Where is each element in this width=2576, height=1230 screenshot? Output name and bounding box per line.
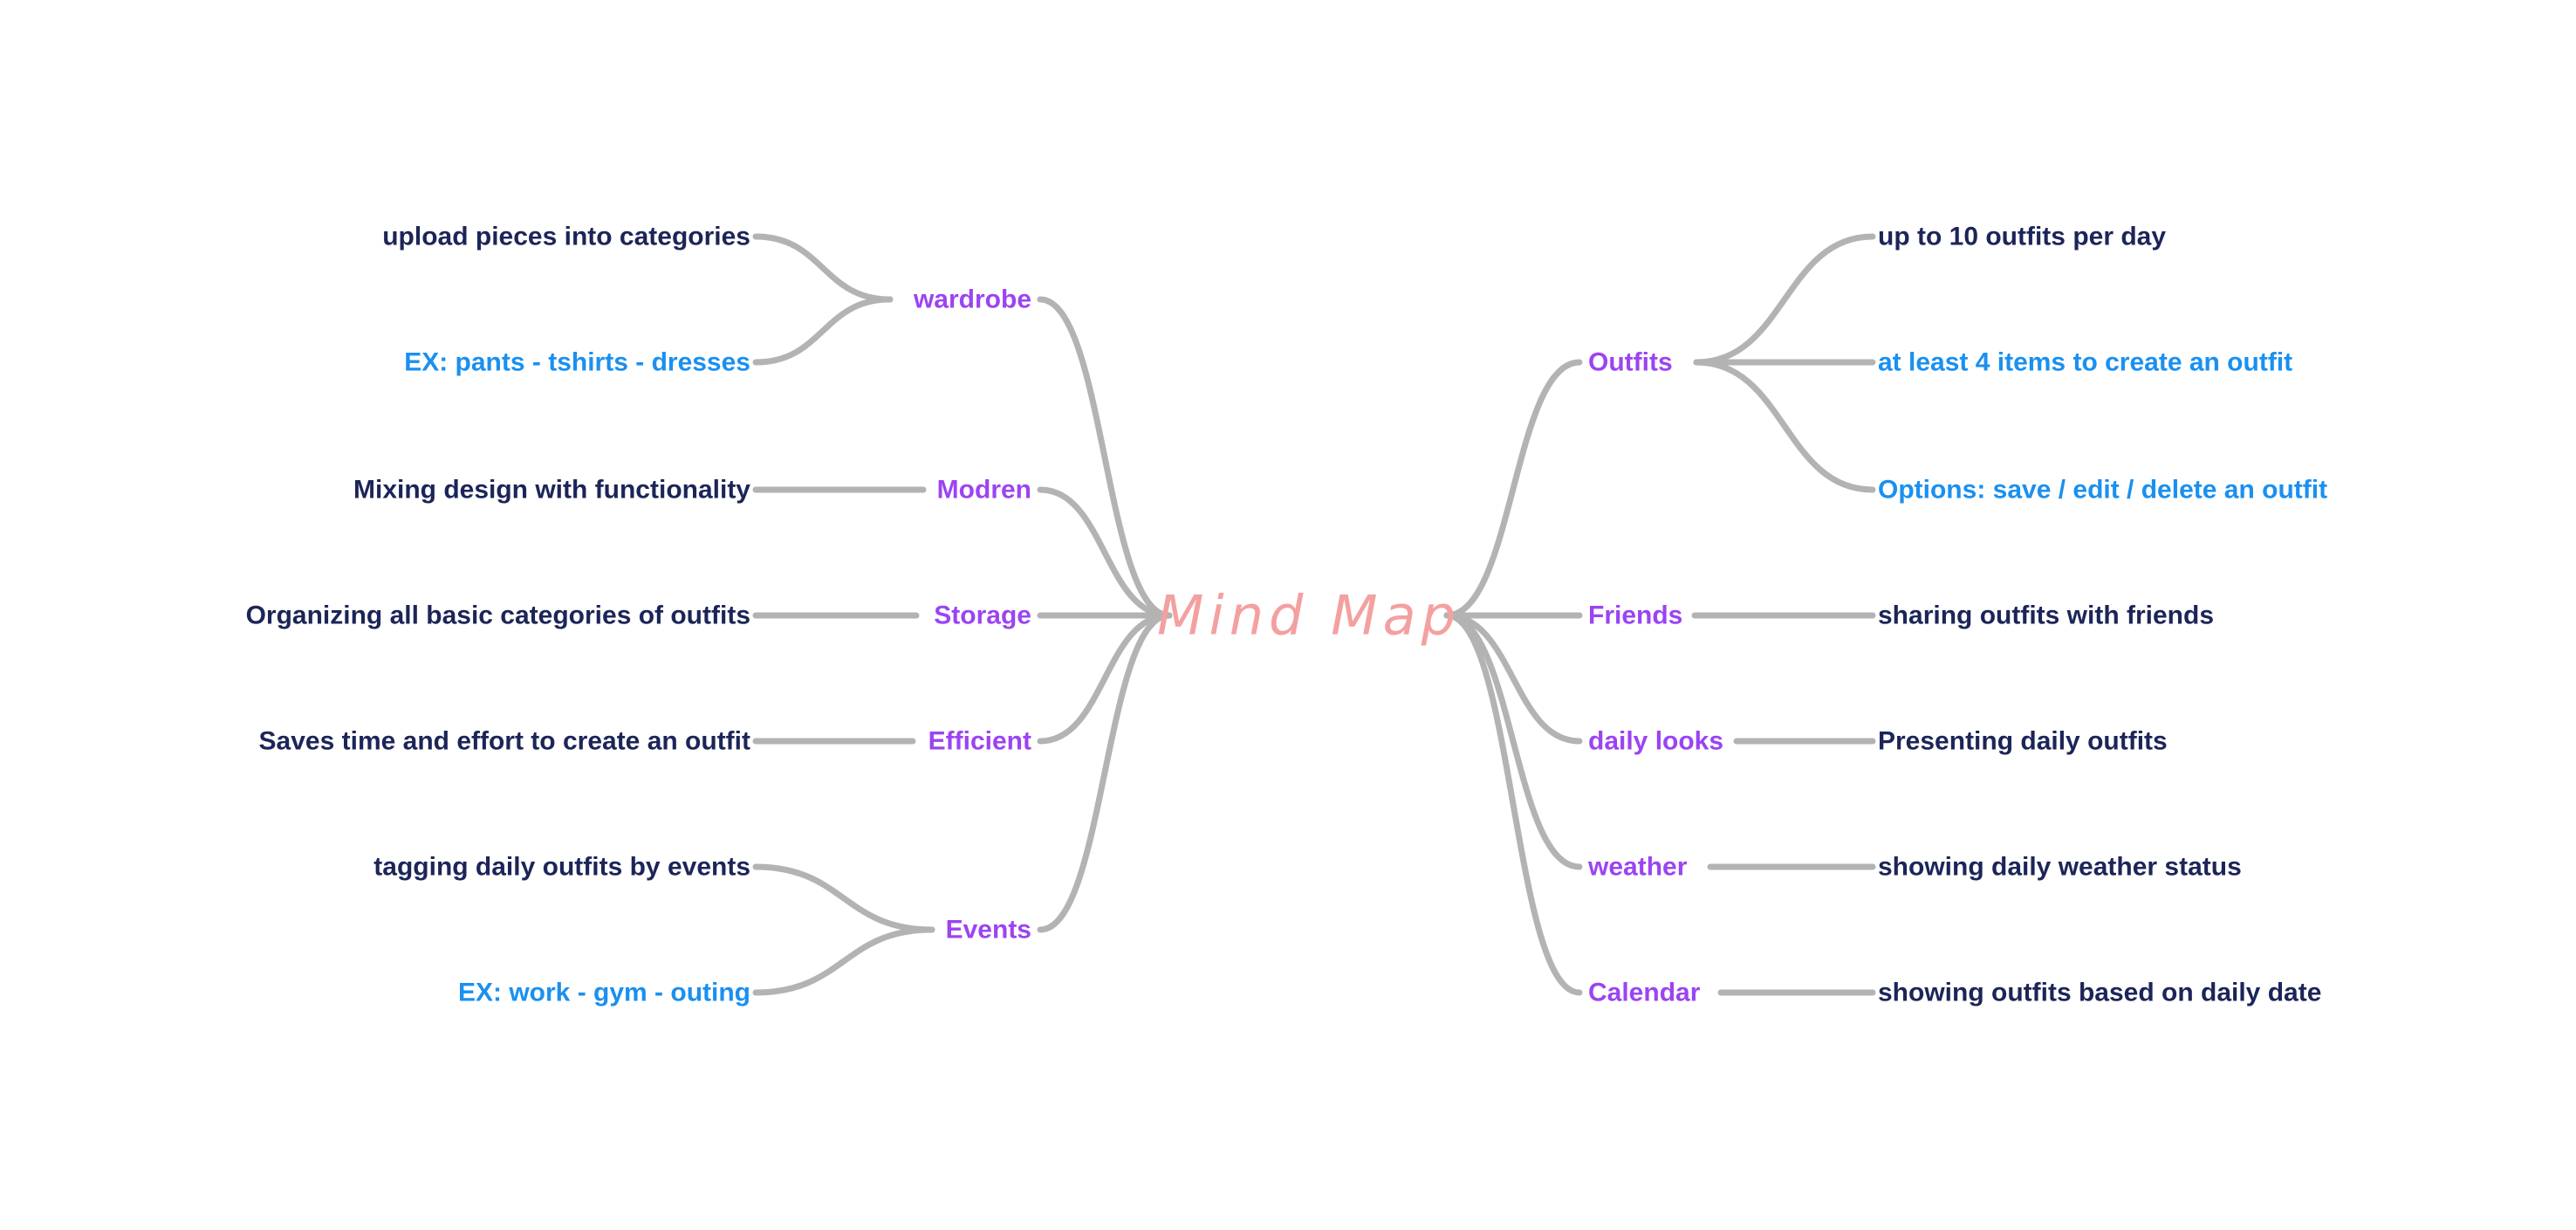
- connector-lines: [752, 233, 1876, 996]
- connector-center-to-outfits: [1443, 359, 1583, 619]
- central-topic: Mind Map: [1157, 584, 1461, 648]
- leaf-node: Options: save / edit / delete an outfit: [1878, 476, 2327, 505]
- connector-center-to-wardrobe: [1037, 296, 1173, 619]
- branch-calendar: Calendar: [1588, 979, 1701, 1007]
- connector-branch-to-leaf: [1693, 359, 1876, 493]
- branch-efficient: Efficient: [928, 727, 1031, 756]
- branch-modren: Modren: [937, 476, 1031, 505]
- leaf-node: at least 4 items to create an outfit: [1878, 348, 2292, 377]
- connector-center-to-calendar: [1443, 612, 1583, 996]
- branch-weather: weather: [1587, 853, 1688, 882]
- leaf-node: upload pieces into categories: [382, 223, 750, 251]
- leaf-node: sharing outfits with friends: [1878, 601, 2214, 630]
- connector-center-to-efficient: [1037, 612, 1173, 745]
- leaf-node: Mixing design with functionality: [353, 476, 750, 505]
- mind-map-nodes: Mind Map wardrobe upload pieces into categ…: [246, 223, 2328, 1007]
- leaf-node: showing daily weather status: [1878, 853, 2242, 882]
- leaf-node: up to 10 outfits per day: [1878, 223, 2166, 251]
- leaf-node: Saves time and effort to create an outfi…: [259, 727, 750, 756]
- leaf-node: Organizing all basic categories of outfi…: [246, 601, 750, 630]
- branch-wardrobe: wardrobe: [913, 285, 1031, 314]
- connector-branch-to-leaf: [1693, 233, 1876, 366]
- leaf-node: EX: work - gym - outing: [458, 979, 750, 1007]
- leaf-node: EX: pants - tshirts - dresses: [404, 348, 750, 377]
- leaf-node: showing outfits based on daily date: [1878, 979, 2321, 1007]
- leaf-node: tagging daily outfits by events: [373, 853, 750, 882]
- connector-center-to-events: [1037, 612, 1173, 933]
- connector-center-to-weather: [1443, 612, 1583, 870]
- branch-outfits: Outfits: [1588, 348, 1673, 377]
- connector-branch-to-leaf: [752, 296, 894, 366]
- connector-branch-to-leaf: [752, 233, 894, 303]
- leaf-node: Presenting daily outfits: [1878, 727, 2168, 756]
- branch-events: Events: [946, 916, 1031, 945]
- branch-storage: Storage: [934, 601, 1031, 630]
- connector-branch-to-leaf: [752, 863, 935, 933]
- branch-friends: Friends: [1588, 601, 1682, 630]
- connector-center-to-modren: [1037, 486, 1173, 619]
- connector-branch-to-leaf: [752, 926, 935, 996]
- connector-center-to-daily-looks: [1443, 612, 1583, 745]
- branch-daily-looks: daily looks: [1588, 727, 1723, 756]
